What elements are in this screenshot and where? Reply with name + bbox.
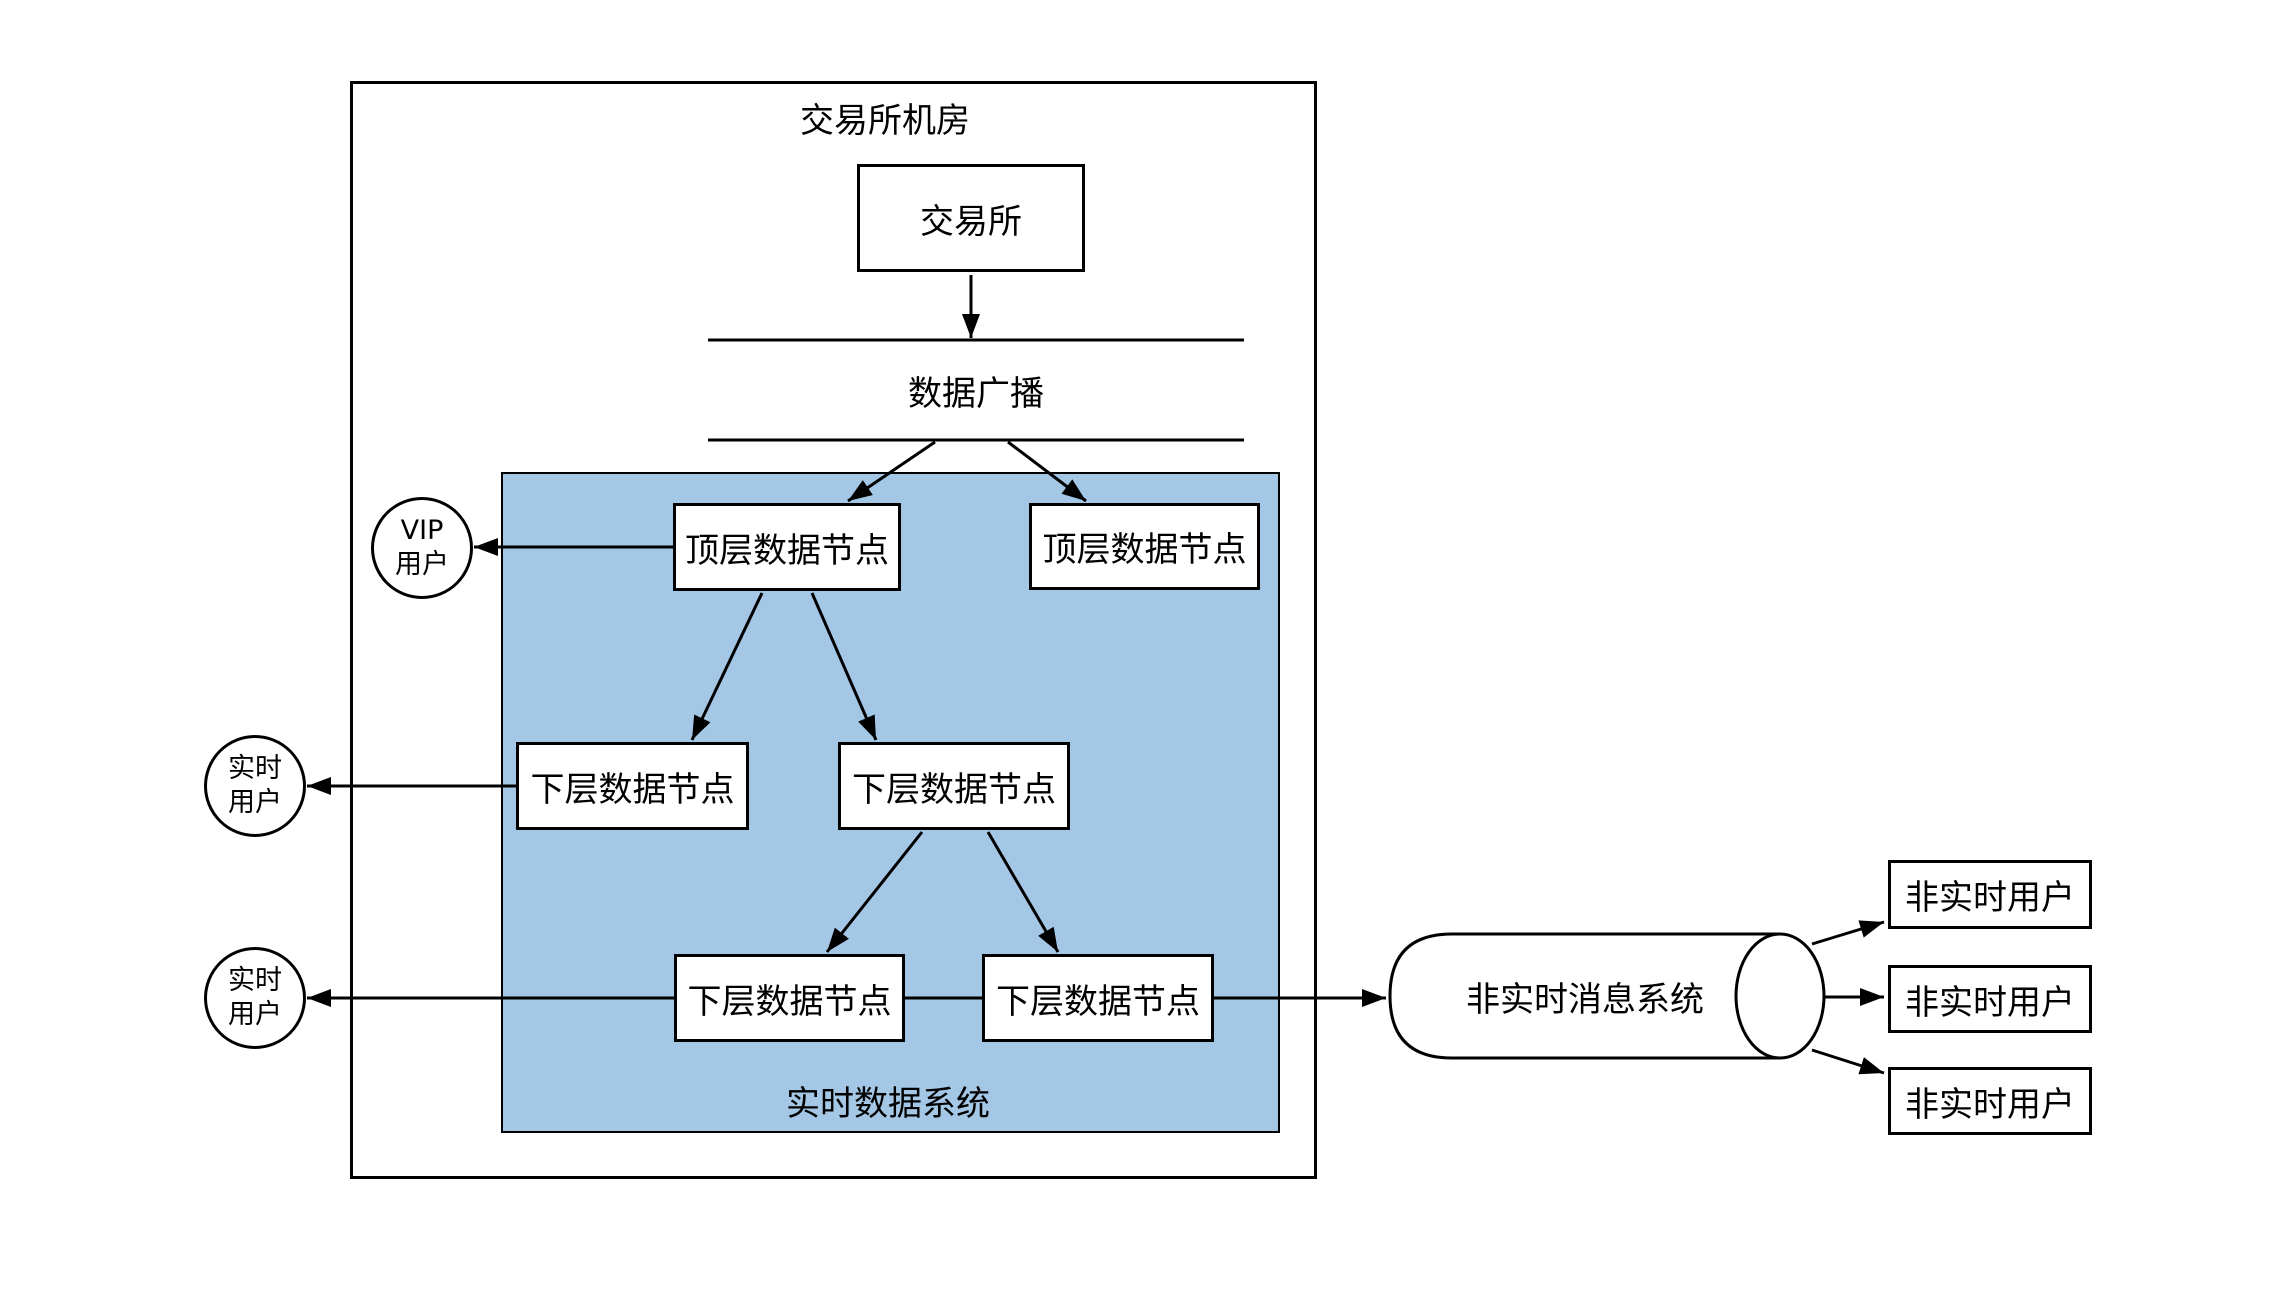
broadcast-label: 数据广播 (908, 373, 1044, 414)
lower-data-node-4: 下层数据节点 (982, 954, 1214, 1042)
vip-user-circle: VIP 用户 (371, 497, 473, 599)
exchange-room-title: 交易所机房 (800, 100, 970, 141)
realtime-user-2-line1: 实时 (228, 965, 282, 996)
non-realtime-user-3: 非实时用户 (1888, 1067, 2092, 1135)
realtime-user-2-line2: 用户 (228, 999, 282, 1030)
arrow-mid-node-to-bottom-node-1 (825, 831, 924, 953)
exchange-node: 交易所 (857, 164, 1085, 272)
arrow-broadcast-to-top-node-2 (1007, 440, 1087, 503)
lower-data-node-1: 下层数据节点 (516, 742, 749, 830)
vip-user-line2: 用户 (395, 549, 449, 580)
realtime-user-1-line1: 实时 (228, 753, 282, 784)
realtime-user-circle-2: 实时 用户 (204, 947, 306, 1049)
top-data-node-2: 顶层数据节点 (1029, 503, 1260, 590)
message-system-cylinder-cap (1734, 932, 1826, 1060)
non-realtime-user-1: 非实时用户 (1888, 860, 2092, 929)
arrow-cylinder-to-nrt-user-1 (1811, 920, 1885, 946)
realtime-user-circle-1: 实时 用户 (204, 735, 306, 837)
lower-data-node-3: 下层数据节点 (674, 954, 905, 1042)
message-system-cylinder-body (1388, 932, 1780, 1060)
arrow-top-node-to-mid-node-1 (690, 592, 764, 741)
non-realtime-user-2: 非实时用户 (1888, 965, 2092, 1033)
lower-data-node-2: 下层数据节点 (838, 742, 1070, 830)
vip-user-line1: VIP (400, 515, 444, 546)
realtime-user-1-line2: 用户 (228, 787, 282, 818)
arrow-top-node-to-mid-node-2 (810, 592, 878, 741)
message-system-label: 非实时消息系统 (1466, 979, 1704, 1020)
arrow-cylinder-to-nrt-user-3 (1811, 1048, 1885, 1075)
arrow-broadcast-to-top-node-1 (847, 440, 936, 503)
realtime-system-label: 实时数据系统 (786, 1083, 990, 1124)
top-data-node-1: 顶层数据节点 (673, 503, 901, 591)
arrow-mid-node-to-bottom-node-2 (986, 831, 1060, 953)
